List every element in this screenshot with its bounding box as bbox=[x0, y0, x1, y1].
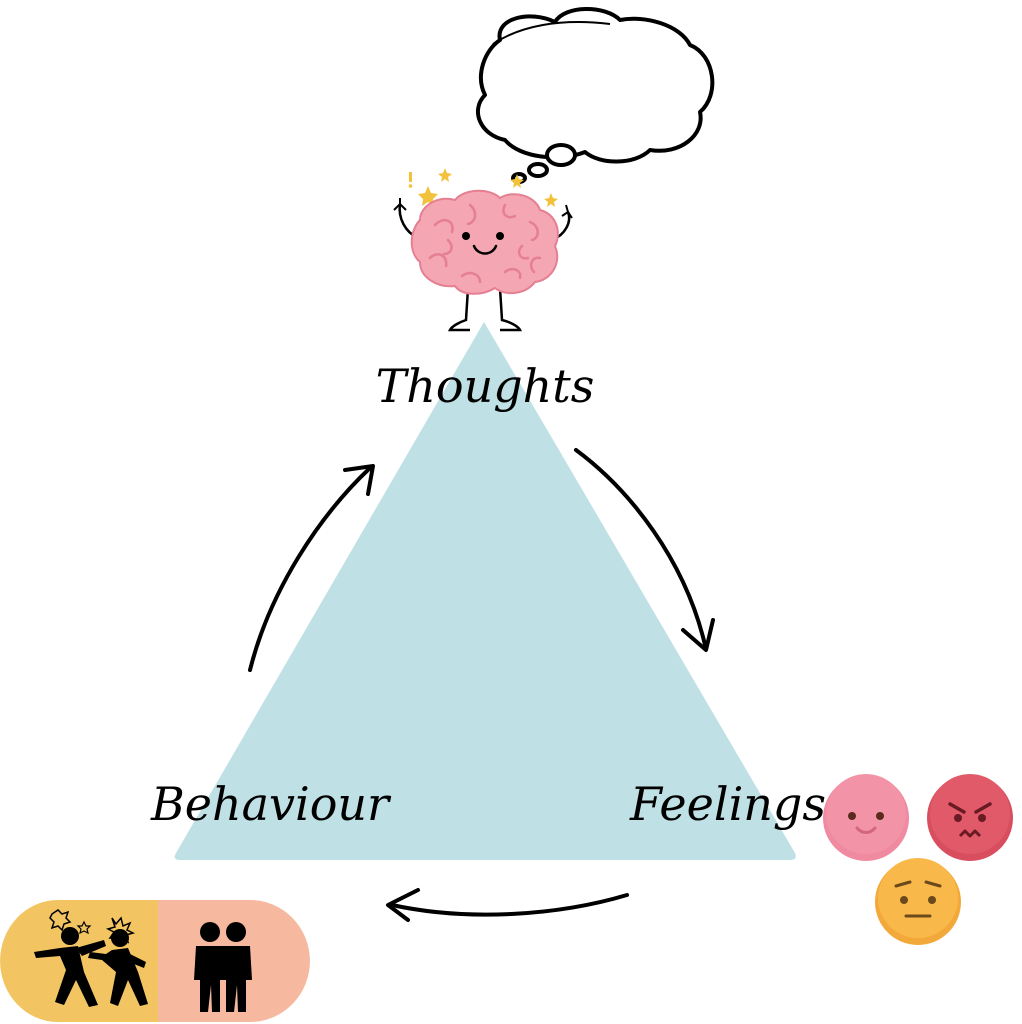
triangle-shape bbox=[174, 322, 796, 860]
behaviour-examples-pill bbox=[0, 900, 310, 1022]
happy-face-icon bbox=[823, 774, 909, 861]
angry-face-icon bbox=[927, 774, 1013, 861]
thoughts-label: Thoughts bbox=[376, 359, 595, 413]
friends-hug-icon bbox=[194, 922, 252, 1012]
thought-bubble-icon bbox=[475, 7, 715, 184]
arrow-behaviour-to-thoughts bbox=[248, 466, 372, 672]
arrow-thoughts-to-feelings bbox=[574, 448, 707, 647]
behaviour-label: Behaviour bbox=[150, 777, 392, 831]
brain-character-icon bbox=[393, 189, 573, 332]
arrow-feelings-to-behaviour bbox=[390, 893, 629, 917]
feelings-label: Feelings bbox=[629, 777, 826, 831]
worried-face-icon bbox=[875, 858, 961, 945]
fighting-people-icon bbox=[34, 909, 148, 1007]
